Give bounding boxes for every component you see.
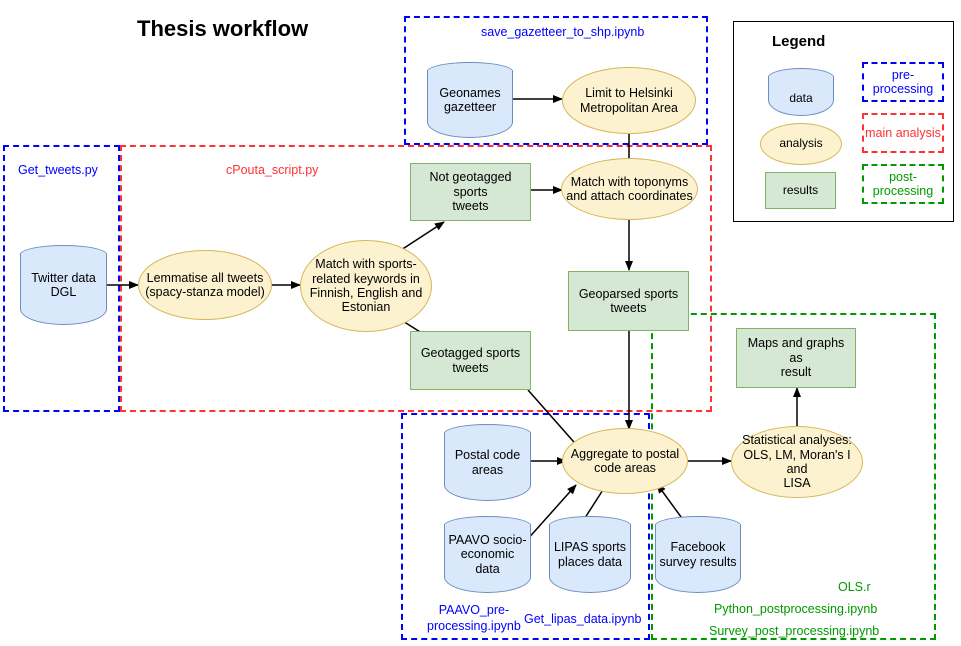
legend-style-main-analysis: main analysis: [862, 113, 944, 153]
group-label-cpouta-script: cPouta_script.py: [226, 163, 319, 177]
group-label-paavo-pre: PAAVO_pre- processing.ipynb: [427, 603, 521, 634]
node-label: Match with sports- related keywords in F…: [309, 257, 423, 315]
node-label: Postal code areas: [454, 448, 521, 477]
node-label: PAAVO socio- economic data: [448, 532, 527, 576]
page-title: Thesis workflow: [137, 16, 309, 41]
legend-style-label: post-processing: [872, 170, 934, 198]
group-label-get-lipas: Get_lipas_data.ipynb: [524, 612, 642, 626]
node-label: Facebook survey results: [659, 540, 737, 569]
node-label: Lemmatise all tweets (spacy-stanza model…: [145, 270, 265, 299]
node-limit-helsinki[interactable]: Limit to Helsinki Metropolitan Area: [562, 67, 696, 134]
node-label: Twitter data DGL: [31, 270, 96, 299]
legend-shape-label: data: [789, 91, 813, 106]
cylinder-body: [444, 524, 531, 593]
legend-shape-label: results: [782, 182, 819, 197]
group-cpouta-script: [120, 145, 712, 412]
node-label: Statistical analyses: OLS, LM, Moran's I…: [742, 433, 852, 491]
node-geotagged-tweets[interactable]: Geotagged sports tweets: [410, 331, 531, 390]
legend-style-post-processing: post-processing: [862, 164, 944, 204]
node-label: Geoparsed sports tweets: [578, 286, 679, 315]
cylinder-body: [427, 70, 513, 138]
node-label: Not geotagged sports tweets: [429, 170, 512, 214]
node-label: Match with toponyms and attach coordinat…: [566, 174, 693, 203]
legend-title: Legend: [772, 33, 826, 50]
legend-shape-label: analysis: [779, 136, 823, 151]
cylinder-body: [444, 432, 531, 501]
group-label-survey-postprocessing: Survey_post_processing.ipynb: [709, 624, 880, 638]
node-lipas-data[interactable]: LIPAS sports places data: [549, 516, 631, 593]
group-save-gazetteer: [404, 16, 708, 145]
paavo-label-line1: PAAVO_pre-: [438, 603, 510, 617]
group-label-get-tweets: Get_tweets.py: [18, 163, 98, 177]
node-label: Limit to Helsinki Metropolitan Area: [580, 86, 678, 115]
legend-style-label: pre-processing: [872, 68, 934, 96]
node-postal-code-areas[interactable]: Postal code areas: [444, 424, 531, 501]
node-label: LIPAS sports places data: [553, 540, 627, 569]
node-not-geotagged-tweets[interactable]: Not geotagged sports tweets: [410, 163, 531, 221]
node-geonames-gazetteer[interactable]: Geonames gazetteer: [427, 62, 513, 138]
node-paavo-data[interactable]: PAAVO socio- economic data: [444, 516, 531, 593]
node-twitter-data[interactable]: Twitter data DGL: [20, 245, 107, 325]
node-match-toponyms[interactable]: Match with toponyms and attach coordinat…: [561, 158, 698, 220]
group-label-python-postprocessing: Python_postprocessing.ipynb: [714, 602, 878, 616]
node-lemmatise[interactable]: Lemmatise all tweets (spacy-stanza model…: [138, 250, 272, 320]
node-label: Aggregate to postal code areas: [570, 446, 680, 475]
group-label-save-gazetteer: save_gazetteer_to_shp.ipynb: [481, 25, 645, 39]
node-label: Geotagged sports tweets: [420, 346, 521, 375]
node-label: Maps and graphs as result: [747, 336, 845, 380]
node-facebook-survey[interactable]: Facebook survey results: [655, 516, 741, 593]
legend-shape-analysis: analysis: [760, 123, 842, 165]
group-label-ols-r: OLS.r: [838, 580, 871, 594]
legend-style-label: main analysis: [865, 126, 941, 140]
group-get-tweets: [3, 145, 120, 412]
node-match-keywords[interactable]: Match with sports- related keywords in F…: [300, 240, 432, 332]
cylinder-body: [20, 253, 107, 325]
node-aggregate-postal[interactable]: Aggregate to postal code areas: [562, 428, 688, 494]
legend-style-pre-processing: pre-processing: [862, 62, 944, 102]
legend-shape-results: results: [765, 172, 836, 209]
paavo-label-line2: processing.ipynb: [427, 618, 521, 633]
cylinder-body: [768, 76, 834, 116]
legend-shape-data: data: [768, 68, 834, 116]
cylinder-body: [549, 524, 631, 593]
node-geoparsed-tweets[interactable]: Geoparsed sports tweets: [568, 271, 689, 331]
node-maps-graphs[interactable]: Maps and graphs as result: [736, 328, 856, 388]
node-label: Geonames gazetteer: [439, 85, 501, 114]
group-preprocessing-bottom: [401, 413, 650, 640]
cylinder-body: [655, 524, 741, 593]
node-statistical-analyses[interactable]: Statistical analyses: OLS, LM, Moran's I…: [731, 426, 863, 498]
